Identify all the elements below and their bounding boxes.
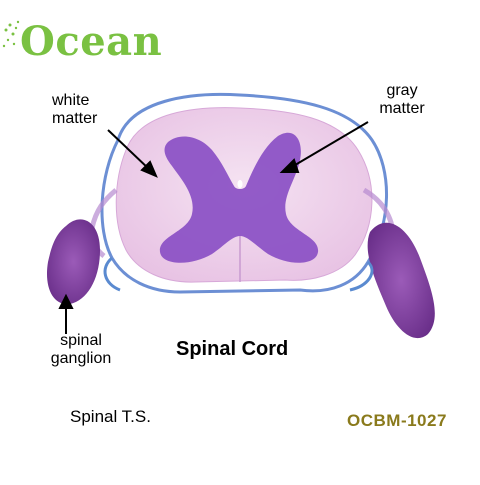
gray-matter-label-line1: gray <box>386 82 418 99</box>
central-canal <box>237 180 243 188</box>
right-spinal-ganglion <box>367 222 435 339</box>
section-label: Spinal T.S. <box>70 407 151 426</box>
white-matter-label-line2: matter <box>52 109 98 127</box>
gray-matter-label-line2: matter <box>379 99 425 117</box>
spinal-ganglion-label-line1: spinal <box>60 332 102 349</box>
arrow-gray-matter <box>279 121 369 173</box>
gray-matter <box>159 132 319 263</box>
white-matter-label-line1: white <box>52 92 90 109</box>
spinal-ganglion-label-line2: ganglion <box>50 349 112 367</box>
membrane-highlight-right <box>349 260 374 292</box>
brand-dots <box>2 20 20 48</box>
arrow-spinal-ganglion <box>58 293 74 334</box>
left-spinal-ganglion <box>46 219 100 305</box>
catalog-code: OCBM-1027 <box>347 411 447 430</box>
right-nerve-root <box>362 187 395 227</box>
arrow-white-matter <box>107 129 158 178</box>
spinal-ganglion-label: spinal ganglion <box>36 332 126 367</box>
gray-matter-label: gray matter <box>362 82 442 117</box>
brand-logo: Ocean <box>20 18 163 65</box>
slide-title: Spinal Cord <box>176 338 289 360</box>
membrane-highlight-left <box>103 256 121 292</box>
white-matter-label: white matter <box>52 92 132 127</box>
